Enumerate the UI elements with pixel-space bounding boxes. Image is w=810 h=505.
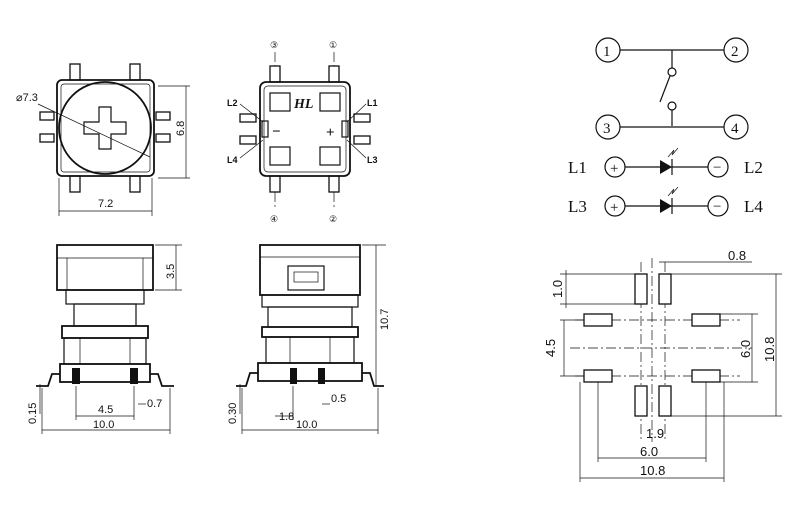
side-view-a: 3.5 0.15 4.5 0.7 10.0	[27, 244, 182, 434]
side-b-offset: 1.8	[279, 411, 294, 423]
schematic-l3-plus: +	[610, 200, 618, 216]
schematic-pin1: 1	[603, 44, 611, 60]
footprint-center-gap: 1.9	[646, 426, 664, 441]
side-a-pitch: 4.5	[98, 404, 113, 416]
footprint-outer-span: 10.8	[762, 337, 777, 362]
top-diameter-label: ⌀7.3	[16, 92, 38, 104]
led-view: ③ ① HL − + L2 L1 L4 L3	[227, 40, 378, 224]
footprint-bottom-outer: 10.8	[640, 463, 665, 478]
side-view-b: 10.7 0.30 1.8 0.5 10.0	[227, 244, 391, 434]
footprint: 0.8 1.0 4.5 6.0 10.8 1.9 6.0 10.8	[543, 248, 782, 482]
led-l4-label: L4	[227, 155, 238, 165]
top-view: ⌀7.3 7.2 6.8	[16, 63, 190, 216]
schematic-l3: L3	[568, 197, 587, 216]
led-plus: +	[326, 125, 335, 141]
footprint-row-pitch: 4.5	[543, 339, 558, 357]
led-l2-label: L2	[227, 98, 238, 108]
side-a-overall: 10.0	[93, 419, 114, 431]
footprint-inner-span: 6.0	[738, 340, 753, 358]
led-pin2-label: ②	[329, 214, 337, 224]
footprint-bottom-inner: 6.0	[640, 444, 658, 459]
top-width-label: 7.2	[98, 198, 113, 210]
schematic-pin3: 3	[603, 121, 611, 137]
top-height-label: 6.8	[175, 121, 187, 136]
schematic-l1: L1	[568, 158, 587, 177]
led-logo: HL	[293, 97, 313, 112]
led-pin1-label: ①	[329, 40, 337, 50]
side-b-lead-thickness: 0.30	[227, 403, 239, 424]
footprint-pad-width: 0.8	[728, 248, 746, 263]
schematic-l1-plus: +	[610, 161, 618, 177]
side-b-lead-width: 0.5	[331, 393, 346, 405]
schematic-pin4: 4	[731, 121, 739, 137]
led-pin3-label: ③	[270, 40, 278, 50]
schematic-l2-minus: −	[713, 160, 721, 176]
side-a-cap-height: 3.5	[165, 264, 177, 279]
side-b-overall: 10.0	[296, 419, 317, 431]
side-a-lead-width: 0.7	[147, 398, 162, 410]
schematic: 1 2 3 4 L1 + − L2 L3 + − L4	[568, 37, 763, 217]
led-l3-label: L3	[367, 155, 378, 165]
schematic-l4-minus: −	[713, 199, 721, 215]
schematic-pin2: 2	[731, 44, 739, 60]
side-a-lead-thickness: 0.15	[27, 403, 39, 424]
schematic-l2: L2	[744, 158, 763, 177]
schematic-l4: L4	[744, 197, 763, 216]
footprint-pad-gap: 1.0	[550, 280, 565, 298]
side-b-total-height: 10.7	[379, 309, 391, 330]
led-l1-label: L1	[367, 98, 378, 108]
led-pin4-label: ④	[270, 214, 278, 224]
led-minus: −	[272, 124, 281, 140]
